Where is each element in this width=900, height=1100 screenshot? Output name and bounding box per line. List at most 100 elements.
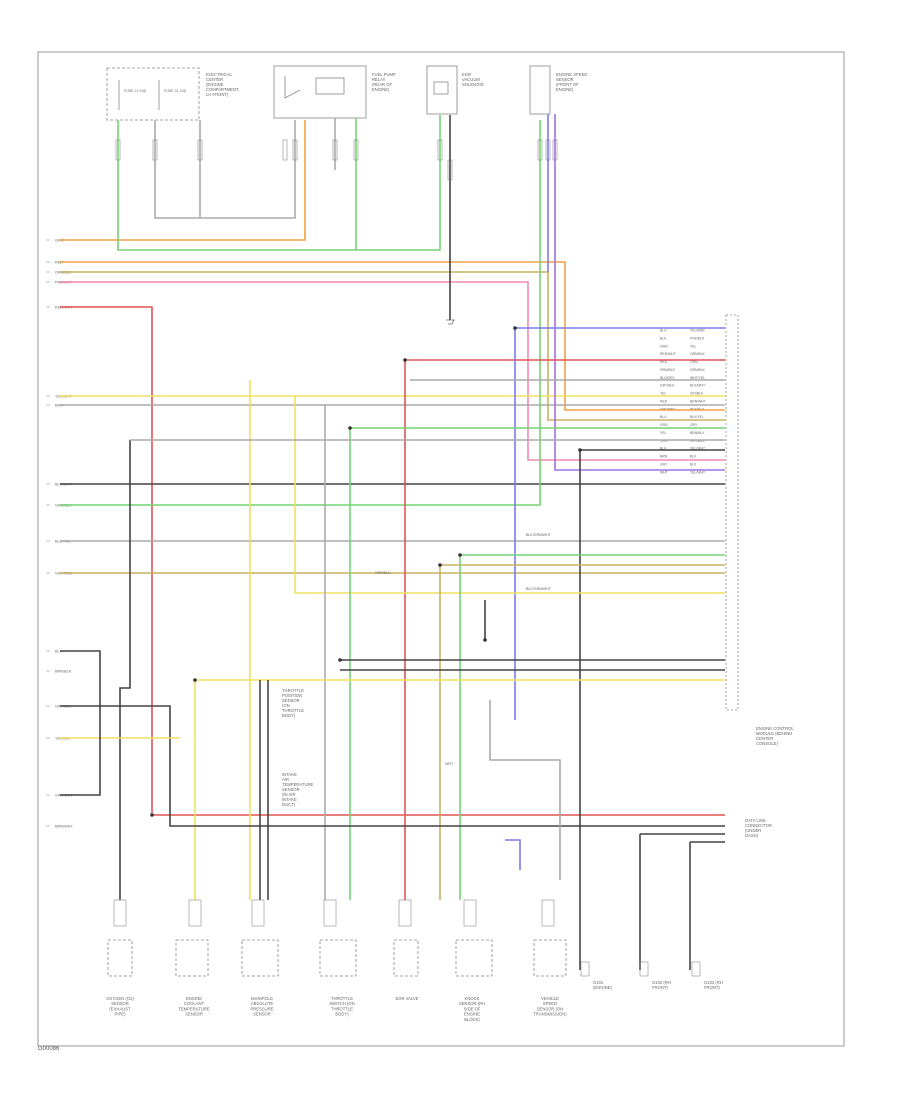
bottom-component-label-line: PRESSURE bbox=[250, 1006, 273, 1011]
bottom-component-label-line: KNOCK bbox=[465, 996, 480, 1001]
ecm-pin-color: BLK bbox=[690, 455, 697, 459]
bottom-connector bbox=[463, 899, 477, 927]
bottom-component-outline bbox=[107, 939, 133, 977]
ecm-pin-wire: BLK bbox=[660, 447, 667, 451]
ecm-pin-color: PNK/BLK bbox=[690, 336, 705, 340]
connector-tick bbox=[545, 139, 551, 161]
ecm-label-line: CENTER bbox=[756, 736, 773, 741]
bottom-component-label-line: COOLANT bbox=[184, 1001, 205, 1006]
ground-connector bbox=[691, 961, 701, 977]
bottom-component-label-line: BODY) bbox=[335, 1012, 349, 1017]
bottom-component-label-line: (EXHAUST bbox=[109, 1006, 131, 1011]
splice-dot bbox=[513, 326, 517, 330]
left-wire-label: RED bbox=[55, 261, 63, 265]
fuse-box-label-line: COMPARTMENT, bbox=[206, 87, 239, 92]
bottom-component-label-line: SENSOR (ON bbox=[537, 1006, 564, 1011]
ground-label-line: G103 (RH bbox=[704, 980, 723, 985]
ecm-pin-color: BRN/WHT bbox=[690, 399, 706, 403]
ecm-pin-color: WHT/YEL bbox=[690, 376, 705, 380]
ecm-pin-wire: WHT bbox=[660, 470, 668, 474]
splice-dot bbox=[438, 563, 442, 567]
ground-label-line: FRONT) bbox=[704, 985, 720, 990]
ecm-pin-color: YEL/WHT bbox=[690, 447, 705, 451]
ground-label-line: G101 bbox=[593, 980, 604, 985]
bottom-component-label-line: VEHICLE bbox=[541, 996, 559, 1001]
fuse-box-outline bbox=[106, 67, 200, 121]
ground-symbol-egr bbox=[446, 319, 455, 325]
fuse-box-label-line: CENTER bbox=[206, 77, 223, 82]
ecm-pin-color: YEL bbox=[690, 344, 697, 348]
bottom-component-outline bbox=[319, 939, 357, 977]
bottom-connector bbox=[398, 899, 412, 927]
bottom-component-label-line: MANIFOLD bbox=[251, 996, 273, 1001]
splice-dot bbox=[150, 813, 154, 817]
ecm-pin-wire: BLK bbox=[660, 336, 667, 340]
iat-label-line: INTAKE bbox=[282, 772, 297, 777]
ecm-pin-color: BLK/YEL bbox=[690, 415, 704, 419]
wire-purple-speed bbox=[554, 114, 725, 471]
splice-dot bbox=[483, 638, 487, 642]
ecm-pin-color: GRN bbox=[690, 360, 698, 364]
dlc-label-line: DATA LINK bbox=[745, 818, 766, 823]
ecm-pin-wire: BLU bbox=[660, 329, 667, 333]
ecm-pin-wire: BRN bbox=[660, 455, 668, 459]
left-wire-label: GRN bbox=[55, 239, 64, 243]
iat-label-line: TEMPERATURE bbox=[282, 782, 314, 787]
diagram-frame bbox=[37, 51, 845, 1047]
connector-tick bbox=[353, 139, 359, 161]
fuel-relay-outline bbox=[273, 65, 367, 119]
ecm-pin-wire: GRN/BLK bbox=[660, 368, 676, 372]
connector-tick bbox=[332, 139, 338, 161]
ground-label-line: G102 (RH bbox=[652, 980, 671, 985]
wire-tan-main bbox=[60, 271, 725, 421]
tps-label-line: (ON bbox=[282, 703, 290, 708]
ecm-pin-color: BLK bbox=[690, 462, 697, 466]
bottom-connector bbox=[188, 899, 202, 927]
bottom-component-label-line: SWITCH (ON bbox=[329, 1001, 354, 1006]
wire-orange-relay bbox=[60, 120, 306, 241]
wire-yellow-tp bbox=[294, 396, 725, 594]
wire-gray-vss bbox=[489, 700, 561, 880]
bottom-connector bbox=[323, 899, 337, 927]
shield-label-2: BLK/GRN/WHT bbox=[526, 587, 552, 591]
ground-connector bbox=[580, 961, 590, 977]
bottom-connector bbox=[113, 899, 127, 927]
connector-tick bbox=[115, 139, 121, 161]
dlc-label-line: CONNECTOR bbox=[745, 823, 772, 828]
tps-label-line: THROTTLE bbox=[282, 688, 304, 693]
egr-solenoid-label-line: VACUUM bbox=[462, 77, 480, 82]
relay-switch-symbol bbox=[284, 76, 301, 99]
connector-tick bbox=[552, 139, 558, 161]
egr-solenoid-coil bbox=[433, 81, 449, 95]
left-wire-label: BRN/BLK bbox=[55, 670, 72, 674]
connector-tick bbox=[152, 139, 158, 161]
shield-label-1: BLK/GRN/WHT bbox=[526, 533, 552, 537]
fuse-box-label-line: (ENGINE bbox=[206, 82, 224, 87]
fuel-relay-label-line: RELAY bbox=[372, 77, 386, 82]
engine-speed-sensor-outline bbox=[529, 65, 551, 115]
wire-black-ecm-7 bbox=[60, 705, 725, 827]
bottom-component-outline bbox=[533, 939, 567, 977]
fuel-relay-label-line: (REAR OF bbox=[372, 82, 392, 87]
engine-speed-sensor-label-line: (FRONT OF bbox=[556, 82, 579, 87]
iat-label-line: INTAKE bbox=[282, 797, 297, 802]
ecm-pin-wire: RED bbox=[660, 360, 668, 364]
fuse-2-label: FUSE 31 10A bbox=[164, 89, 187, 93]
ecm-pin-wire: GRY/BLK bbox=[660, 384, 675, 388]
splice-dot bbox=[348, 426, 352, 430]
engine-speed-sensor-label-line: SENSOR bbox=[556, 77, 574, 82]
bottom-component-outline bbox=[175, 939, 209, 977]
splice-dot bbox=[403, 358, 407, 362]
ground-label-line: (ENGINE) bbox=[593, 985, 612, 990]
bottom-component-label-line: THROTTLE bbox=[331, 1006, 353, 1011]
ecm-connector-outline bbox=[725, 314, 739, 711]
connector-tick bbox=[447, 159, 453, 181]
ecm-pin-wire: GRY bbox=[660, 462, 668, 466]
egr-solenoid-label-line: SOLENOID bbox=[462, 82, 484, 87]
dlc-label-line: (UNDER bbox=[745, 828, 761, 833]
left-wire-label: BRN/WHT bbox=[55, 825, 73, 829]
connector-tick bbox=[292, 139, 298, 161]
ecm-pin-color: YEL/WHT bbox=[690, 470, 705, 474]
engine-speed-sensor-label-line: ENGINE SPEED bbox=[556, 72, 587, 77]
